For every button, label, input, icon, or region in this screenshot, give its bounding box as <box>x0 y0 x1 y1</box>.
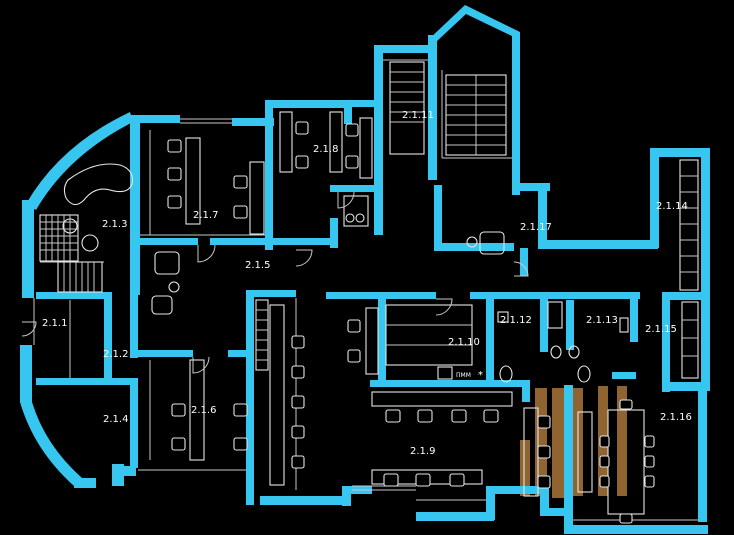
room-labels: 2.1.1 2.1.2 2.1.3 2.1.4 2.1.5 2.1.6 2.1.… <box>42 110 692 457</box>
thin-lines <box>33 59 698 521</box>
stairs <box>39 61 507 293</box>
room-label-2-1-12: 2.1.12 <box>500 315 532 326</box>
room-label-2-1-14: 2.1.14 <box>656 201 688 212</box>
room-label-2-1-5: 2.1.5 <box>245 260 270 271</box>
room-label-2-1-11: 2.1.11 <box>402 110 434 121</box>
room-label-2-1-16: 2.1.16 <box>660 412 692 423</box>
highlight-overlay <box>520 386 627 498</box>
room-label-2-1-1: 2.1.1 <box>42 318 67 329</box>
room-label-2-1-3: 2.1.3 <box>102 219 127 230</box>
room-label-2-1-9: 2.1.9 <box>410 446 435 457</box>
chairs <box>167 121 655 524</box>
room-label-2-1-13: 2.1.13 <box>586 315 618 326</box>
room-label-2-1-2: 2.1.2 <box>103 349 128 360</box>
room-label-2-1-6: 2.1.6 <box>191 405 216 416</box>
room-label-2-1-15: 2.1.15 <box>645 324 677 335</box>
asterisk-mark: * <box>478 370 483 381</box>
sanitary: ПММ * <box>437 301 629 383</box>
room-label-2-1-17: 2.1.17 <box>520 222 552 233</box>
room-label-2-1-4: 2.1.4 <box>103 414 128 425</box>
lounge-furniture <box>62 163 505 315</box>
shelving <box>255 159 699 379</box>
walls <box>20 5 710 534</box>
interior-walls <box>36 185 640 505</box>
doors <box>21 191 529 374</box>
room-label-2-1-10: 2.1.10 <box>448 337 480 348</box>
appliance-label: ПММ <box>456 372 471 379</box>
room-label-2-1-8: 2.1.8 <box>313 144 338 155</box>
room-label-2-1-7: 2.1.7 <box>193 210 218 221</box>
